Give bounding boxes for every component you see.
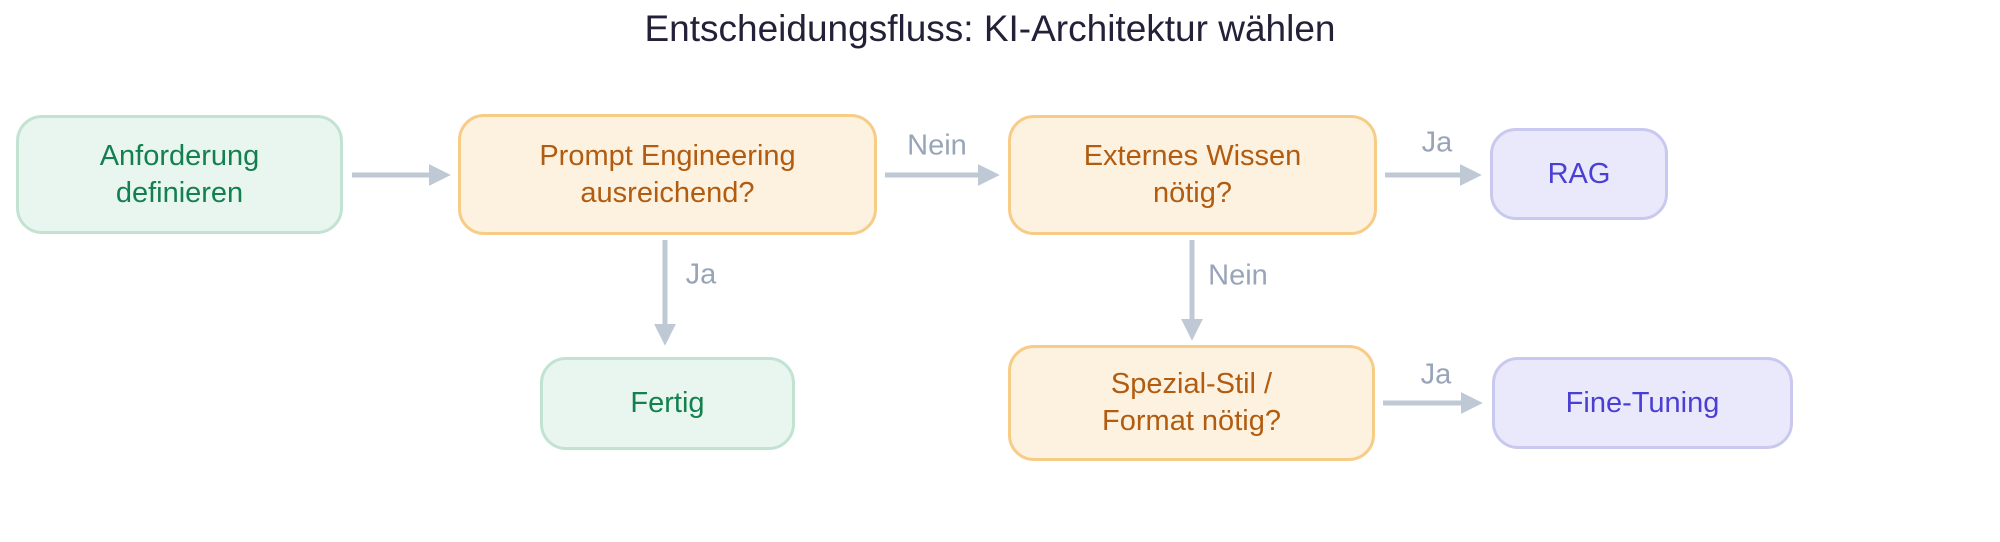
diagram-title: Entscheidungsfluss: KI-Architektur wähle… (644, 8, 1336, 49)
edge-label-ja-prompt-fertig: Ja (685, 258, 717, 291)
node-spezial-stil: Spezial-Stil / Format nötig? (1008, 345, 1375, 461)
node-fertig: Fertig (540, 357, 795, 450)
node-anforderung-definieren: Anforderung definieren (16, 115, 343, 234)
node-label: Spezial-Stil / Format nötig? (1102, 368, 1281, 437)
edge-label-ja-wissen-rag: Ja (1421, 126, 1453, 159)
edge-label-nein-wissen-stil: Nein (1208, 259, 1268, 292)
node-label: RAG (1547, 157, 1611, 190)
node-label: Prompt Engineering ausreichend? (539, 139, 796, 209)
node-rag: RAG (1490, 128, 1668, 220)
edge-label-nein-prompt-wissen: Nein (907, 129, 967, 162)
node-label: Fine-Tuning (1565, 386, 1720, 419)
node-externes-wissen: Externes Wissen nötig? (1008, 115, 1377, 235)
node-label: Anforderung definieren (99, 139, 260, 209)
node-label: Externes Wissen nötig? (1083, 140, 1302, 209)
node-label: Fertig (630, 387, 705, 420)
edge-label-ja-stil-finetuning: Ja (1420, 358, 1452, 391)
node-prompt-engineering: Prompt Engineering ausreichend? (458, 114, 877, 235)
node-fine-tuning: Fine-Tuning (1492, 357, 1793, 449)
